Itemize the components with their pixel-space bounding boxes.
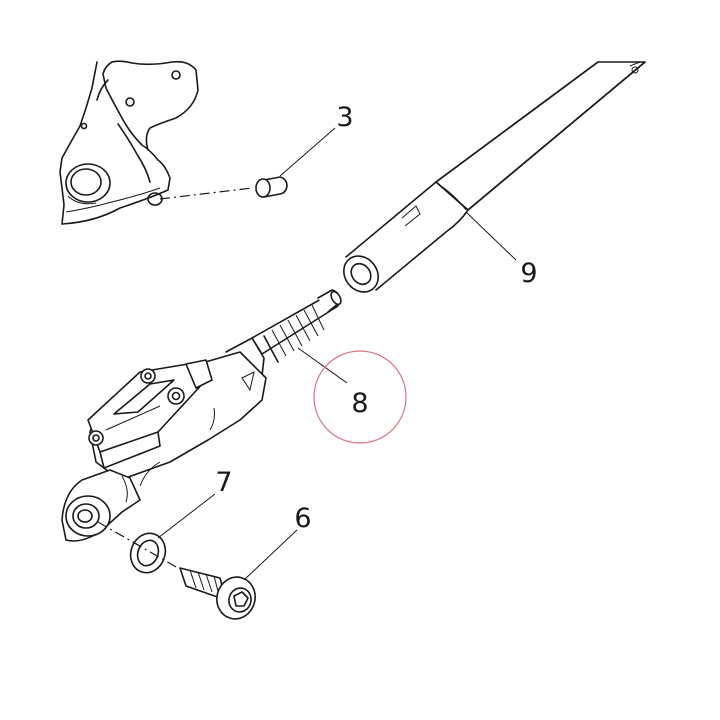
- leader-6: [243, 529, 298, 581]
- bolt-part-6: [179, 567, 256, 620]
- highlight-ring-part-8: [313, 350, 407, 444]
- leader-7: [157, 493, 216, 539]
- axis-line-pin: [159, 187, 253, 200]
- callout-7: 7: [215, 467, 232, 498]
- callout-8: 8: [351, 388, 368, 419]
- frame-bracket: [59, 60, 199, 225]
- leader-9: [465, 211, 517, 261]
- callout-9: 9: [520, 258, 537, 289]
- leader-8: [297, 347, 348, 384]
- callout-3: 3: [336, 102, 353, 133]
- callout-6: 6: [294, 503, 311, 534]
- leader-3: [279, 127, 336, 177]
- pin-part-3: [255, 176, 288, 198]
- axis-line-bolt: [97, 521, 179, 569]
- rod-part-9: [343, 61, 646, 293]
- cylinder-part-8: [61, 289, 342, 542]
- washer-part-7: [129, 532, 167, 574]
